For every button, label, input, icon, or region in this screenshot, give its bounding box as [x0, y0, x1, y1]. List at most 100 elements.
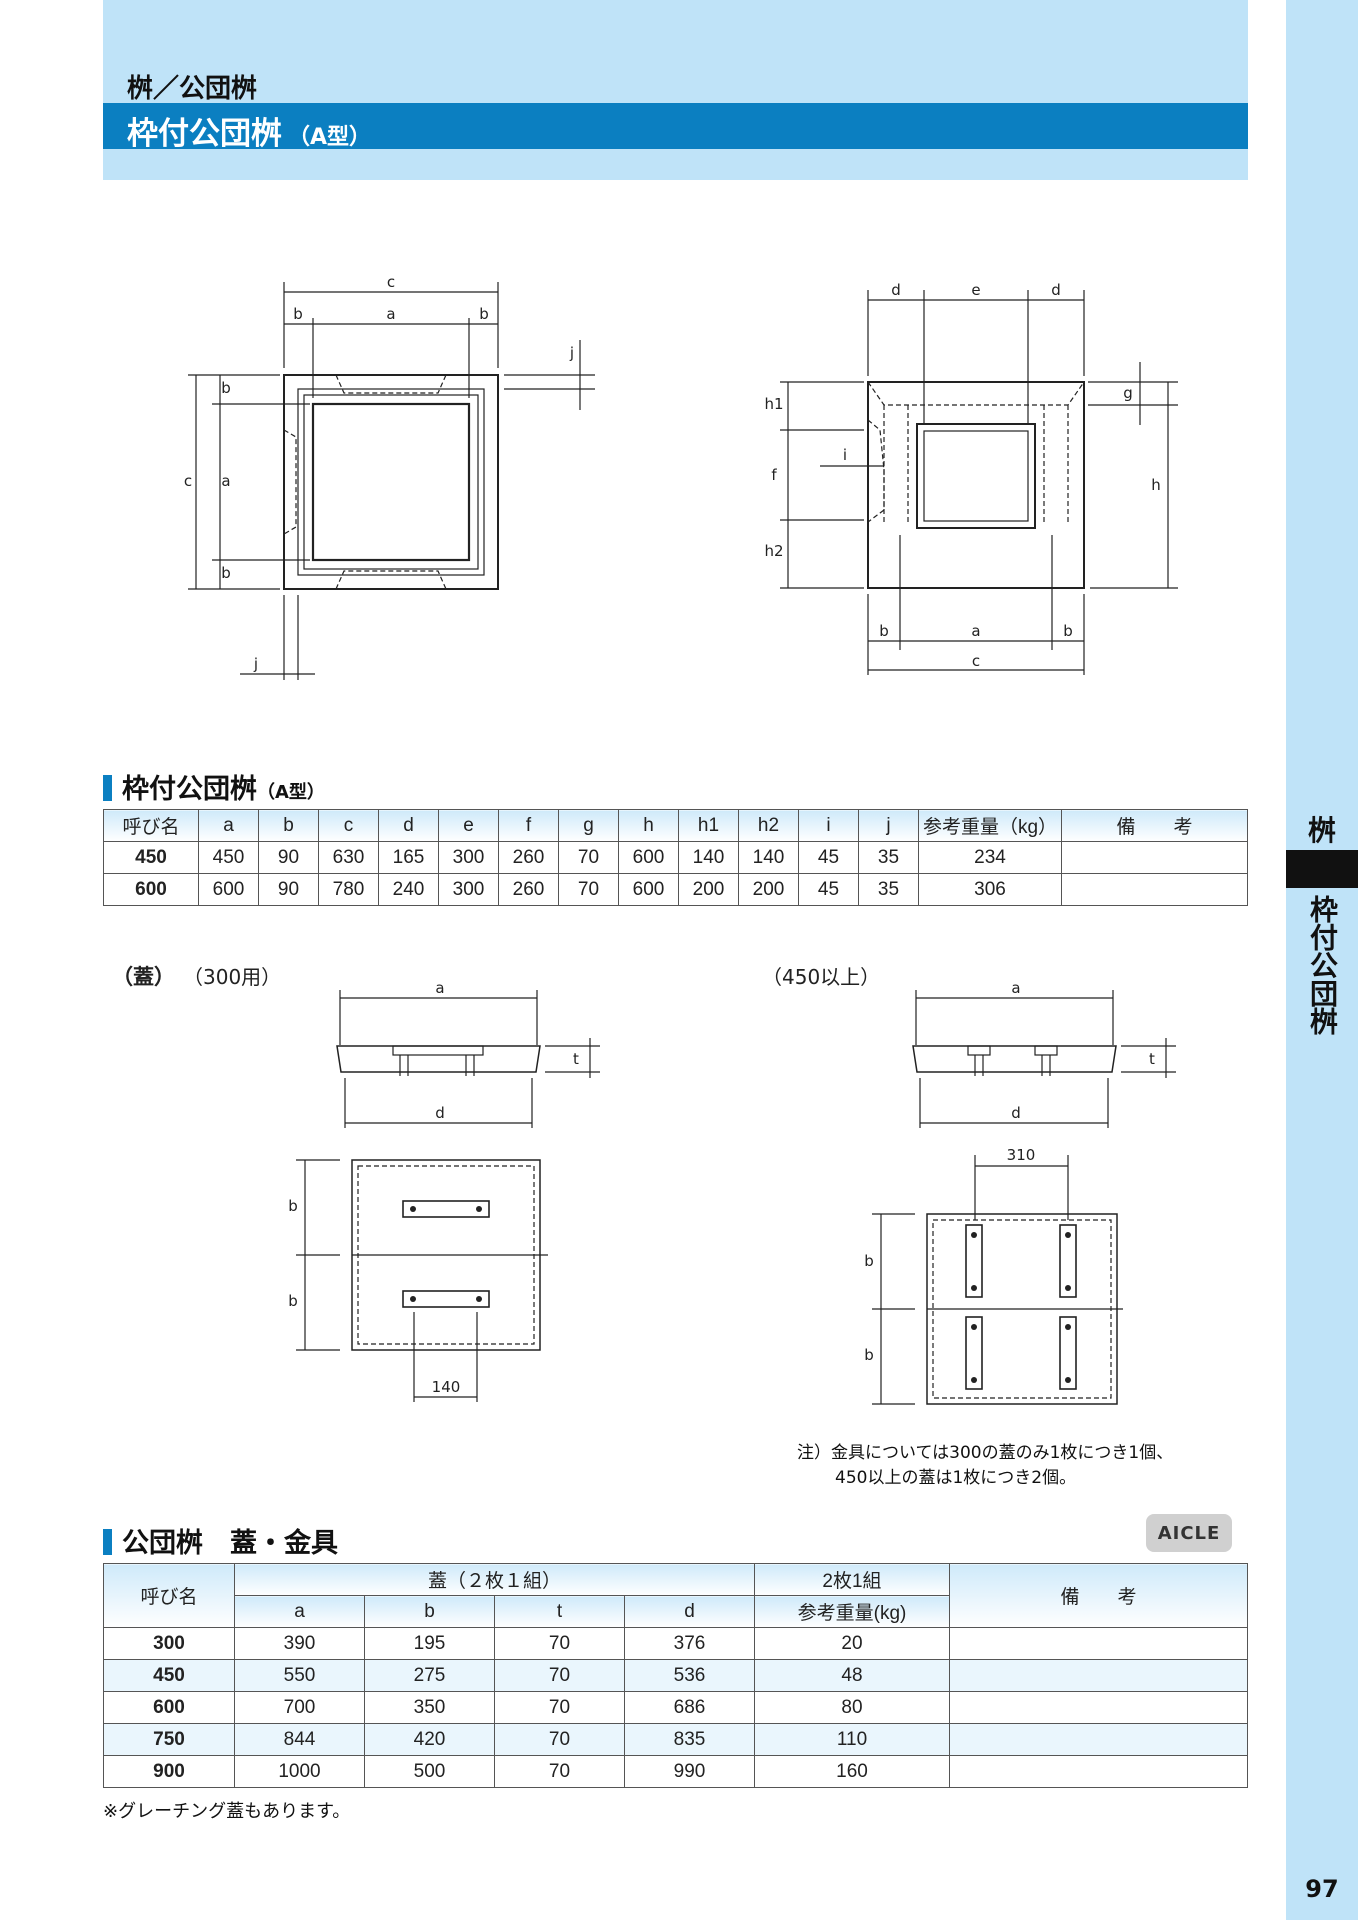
cell-weight: 48	[754, 1659, 950, 1692]
cell-remarks	[949, 1691, 1248, 1724]
title-bar	[103, 103, 1248, 149]
cell-name: 600	[103, 873, 199, 906]
cell: 45	[798, 841, 859, 874]
section-title-lid-hardware: 公団桝 蓋・金具	[103, 1521, 338, 1560]
lid300-dim-a: a	[435, 979, 444, 997]
lid300-dim-b-bottom: b	[288, 1292, 298, 1310]
side-tab-current[interactable]: 枠付公団桝	[1286, 895, 1358, 1042]
dim-g: g	[1123, 384, 1133, 402]
cell: 70	[494, 1659, 625, 1692]
th-weight-top: 2枚1組	[754, 1563, 950, 1596]
page-number: 97	[1305, 1875, 1339, 1903]
cell-remarks	[949, 1659, 1248, 1692]
lid450-dim-t: t	[1149, 1050, 1155, 1068]
dim-c-top: c	[387, 273, 395, 291]
table-row: 300 390 195 70 376 20	[103, 1627, 1248, 1660]
cell: 300	[438, 841, 499, 874]
cell: 70	[494, 1627, 625, 1660]
lid450-dim-310: 310	[1007, 1146, 1036, 1164]
side-tab-category[interactable]: 桝	[1307, 814, 1336, 847]
dim-c-left: c	[184, 472, 192, 490]
dim-h: h	[1151, 476, 1161, 494]
dim-d-right: d	[1051, 281, 1061, 299]
cell: 600	[618, 841, 679, 874]
cell: 844	[234, 1723, 365, 1756]
cell: 140	[738, 841, 799, 874]
cell: 240	[378, 873, 439, 906]
side-tab-marker	[1286, 850, 1358, 888]
aicle-logo: AICLE	[1146, 1514, 1232, 1552]
th-j: j	[858, 809, 919, 842]
lid-300-drawing	[296, 990, 600, 1402]
plan-view-drawing	[188, 282, 595, 680]
lid300-dim-d: d	[435, 1104, 445, 1122]
side-tab-current-label: 枠付公団桝	[1306, 895, 1339, 1035]
dim-h2: h2	[764, 542, 783, 560]
cell-name: 300	[103, 1627, 235, 1660]
cell: 70	[494, 1723, 625, 1756]
cell: 260	[498, 841, 559, 874]
lid-450-drawing	[872, 990, 1176, 1405]
dim-b-top-right: b	[479, 305, 489, 323]
cell: 686	[624, 1691, 755, 1724]
dim-j-right: j	[569, 344, 574, 362]
table-row: 600 600 90 780 240 300 260 70 600 200 20…	[103, 873, 1248, 906]
cell: 500	[364, 1755, 495, 1788]
th-t: t	[494, 1595, 625, 1628]
cell: 376	[624, 1627, 755, 1660]
lid300-dim-140: 140	[432, 1378, 461, 1396]
cell: 70	[558, 873, 619, 906]
cell-remarks	[1061, 841, 1248, 874]
cell-weight: 20	[754, 1627, 950, 1660]
cell: 550	[234, 1659, 365, 1692]
lid-drawings: a t d b b 140 a t d 310 b b	[288, 979, 1176, 1405]
th-f: f	[498, 809, 559, 842]
cell-name: 600	[103, 1691, 235, 1724]
dim-b-bottom-right: b	[1063, 622, 1073, 640]
section-title-lid-hardware-main: 公団桝 蓋・金具	[122, 1528, 338, 1559]
dim-a-bottom: a	[971, 622, 980, 640]
th-a: a	[198, 809, 259, 842]
th-a: a	[234, 1595, 365, 1628]
dim-h1: h1	[764, 395, 783, 413]
dim-j-bottom: j	[253, 655, 258, 673]
cell: 450	[198, 841, 259, 874]
cell: 70	[494, 1691, 625, 1724]
lid450-dim-a: a	[1011, 979, 1020, 997]
cell-remarks	[949, 1755, 1248, 1788]
cell-weight: 110	[754, 1723, 950, 1756]
th-h: h	[618, 809, 679, 842]
th-lid-group: 蓋（２枚１組）	[234, 1563, 755, 1596]
cell: 35	[858, 873, 919, 906]
dim-i: i	[843, 446, 847, 464]
dim-b-left-top: b	[221, 379, 231, 397]
lid-caption-450: （450以上）	[762, 965, 881, 989]
dim-c-bottom: c	[972, 652, 980, 670]
page-title: 枠付公団桝（A型）	[127, 108, 371, 153]
cell: 300	[438, 873, 499, 906]
table-row: 900 1000 500 70 990 160	[103, 1755, 1248, 1788]
cell-remarks	[1061, 873, 1248, 906]
cell: 45	[798, 873, 859, 906]
table-row: 600 700 350 70 686 80	[103, 1691, 1248, 1724]
cell: 390	[234, 1627, 365, 1660]
dim-a-left: a	[221, 472, 230, 490]
side-strip	[1286, 0, 1358, 1920]
lid-table: 呼び名 蓋（２枚１組） 2枚1組 備 考 a b t d 参考重量(kg) 30…	[103, 1563, 1248, 1788]
cell: 275	[364, 1659, 495, 1692]
table-subheader-row: a b t d 参考重量(kg)	[104, 1595, 1248, 1628]
cell: 420	[364, 1723, 495, 1756]
cell: 700	[234, 1691, 365, 1724]
box-drawings: c b a b j c b a b j d e d h1 f h2 i g h …	[184, 273, 1178, 680]
hardware-note-line2: 450以上の蓋は1枚につき2個。	[835, 1468, 1077, 1488]
breadcrumb: 桝／公団桝	[127, 74, 258, 104]
section-title-frame-box-sub: （A型）	[257, 782, 325, 803]
cell: 260	[498, 873, 559, 906]
cell-weight: 306	[918, 873, 1062, 906]
dim-b-top-left: b	[293, 305, 303, 323]
th-h2: h2	[738, 809, 799, 842]
section-marker	[103, 775, 112, 801]
lid-caption-300: （300用）	[183, 965, 282, 989]
cell: 350	[364, 1691, 495, 1724]
table-row: 450 450 90 630 165 300 260 70 600 140 14…	[103, 841, 1248, 874]
